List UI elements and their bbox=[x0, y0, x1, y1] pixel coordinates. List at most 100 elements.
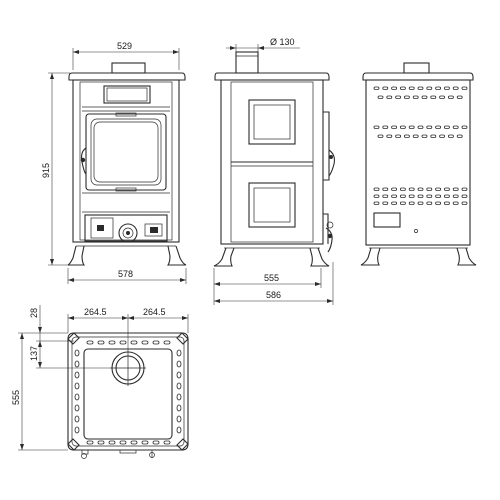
vent-slot bbox=[176, 360, 182, 368]
dim-side-total-depth: 586 bbox=[266, 290, 281, 300]
vent-slot bbox=[417, 194, 424, 198]
vent-slot bbox=[443, 86, 450, 90]
vent-slot bbox=[461, 187, 468, 191]
vent-slot bbox=[391, 125, 398, 129]
plan-edge-slots bbox=[74, 340, 182, 445]
vent-slot bbox=[399, 125, 406, 129]
vent-slot bbox=[108, 340, 116, 345]
vent-slot bbox=[176, 426, 182, 434]
vent-slot bbox=[176, 349, 182, 357]
vent-slot bbox=[74, 415, 80, 423]
vent-slot bbox=[456, 134, 463, 138]
vent-slot bbox=[435, 86, 442, 90]
vent-slot bbox=[443, 187, 450, 191]
vent-slot bbox=[391, 86, 398, 90]
vent-slot bbox=[97, 340, 105, 345]
dim-plan-flue-offset: 137 bbox=[29, 346, 39, 361]
vent-slot bbox=[452, 187, 459, 191]
vent-slot bbox=[119, 340, 127, 345]
front-view bbox=[67, 62, 187, 266]
side-dimensions: Ø 130 555 586 bbox=[213, 37, 334, 305]
vent-slot bbox=[382, 194, 389, 198]
vent-slot bbox=[373, 194, 380, 198]
vent-slot bbox=[373, 201, 380, 205]
vent-slot bbox=[403, 95, 410, 99]
vent-slot bbox=[377, 134, 384, 138]
vent-slot bbox=[74, 349, 80, 357]
vent-slot bbox=[408, 125, 415, 129]
vent-slot bbox=[417, 125, 424, 129]
vent-slot bbox=[377, 95, 384, 99]
vent-slot bbox=[412, 134, 419, 138]
vent-slot bbox=[426, 201, 433, 205]
vent-slot bbox=[176, 393, 182, 401]
vent-slot bbox=[452, 86, 459, 90]
vent-slot bbox=[74, 360, 80, 368]
vent-slot bbox=[461, 86, 468, 90]
vent-slot bbox=[386, 95, 393, 99]
vent-slot bbox=[430, 95, 437, 99]
vent-slot bbox=[447, 95, 454, 99]
dim-flue-diameter: Ø 130 bbox=[270, 37, 295, 47]
vent-slot bbox=[74, 404, 80, 412]
vent-slot bbox=[373, 86, 380, 90]
plan-dimensions: 264.5 264.5 28 137 555 bbox=[11, 305, 189, 451]
vent-slot bbox=[382, 187, 389, 191]
vent-slot bbox=[443, 201, 450, 205]
vent-slot bbox=[421, 134, 428, 138]
vent-slot bbox=[382, 201, 389, 205]
vent-slot bbox=[452, 125, 459, 129]
vent-slot bbox=[130, 340, 138, 345]
dim-plan-depth: 555 bbox=[11, 390, 21, 405]
vent-slot bbox=[382, 125, 389, 129]
vent-slot bbox=[382, 86, 389, 90]
vent-slot bbox=[163, 440, 171, 445]
vent-slot bbox=[391, 201, 398, 205]
front-dimensions: 529 915 578 bbox=[41, 41, 187, 284]
vent-slot bbox=[443, 125, 450, 129]
dim-plan-offset-small: 28 bbox=[29, 308, 39, 318]
vent-slot bbox=[176, 404, 182, 412]
vent-slot bbox=[439, 134, 446, 138]
vent-slot bbox=[399, 201, 406, 205]
vent-slot bbox=[152, 340, 160, 345]
rear-view bbox=[360, 62, 477, 266]
vent-slot bbox=[435, 125, 442, 129]
vent-slot bbox=[426, 194, 433, 198]
side-view bbox=[213, 51, 335, 267]
vent-slot bbox=[399, 187, 406, 191]
vent-slot bbox=[176, 415, 182, 423]
vent-slot bbox=[74, 382, 80, 390]
vent-slot bbox=[435, 187, 442, 191]
dim-plan-half-right: 264.5 bbox=[143, 307, 166, 317]
vent-slot bbox=[391, 187, 398, 191]
vent-slot bbox=[395, 95, 402, 99]
vent-slot bbox=[119, 440, 127, 445]
plan-view bbox=[67, 332, 189, 459]
dim-plan-half-left: 264.5 bbox=[84, 307, 107, 317]
vent-slot bbox=[74, 393, 80, 401]
vent-slot bbox=[435, 201, 442, 205]
vent-slot bbox=[386, 134, 393, 138]
vent-slot bbox=[391, 194, 398, 198]
vent-slot bbox=[141, 340, 149, 345]
vent-slot bbox=[417, 86, 424, 90]
vent-slot bbox=[163, 340, 171, 345]
vent-slot bbox=[130, 440, 138, 445]
vent-slot bbox=[395, 134, 402, 138]
vent-slot bbox=[74, 371, 80, 379]
vent-slot bbox=[461, 201, 468, 205]
vent-slot bbox=[426, 125, 433, 129]
vent-slot bbox=[403, 134, 410, 138]
vent-slot bbox=[452, 194, 459, 198]
dim-front-top-width: 529 bbox=[117, 41, 132, 51]
vent-slot bbox=[447, 134, 454, 138]
vent-slot bbox=[408, 187, 415, 191]
vent-slot bbox=[408, 194, 415, 198]
vent-slot bbox=[86, 440, 94, 445]
vent-slot bbox=[417, 187, 424, 191]
vent-slot bbox=[439, 95, 446, 99]
vent-slot bbox=[399, 86, 406, 90]
vent-slot bbox=[141, 440, 149, 445]
